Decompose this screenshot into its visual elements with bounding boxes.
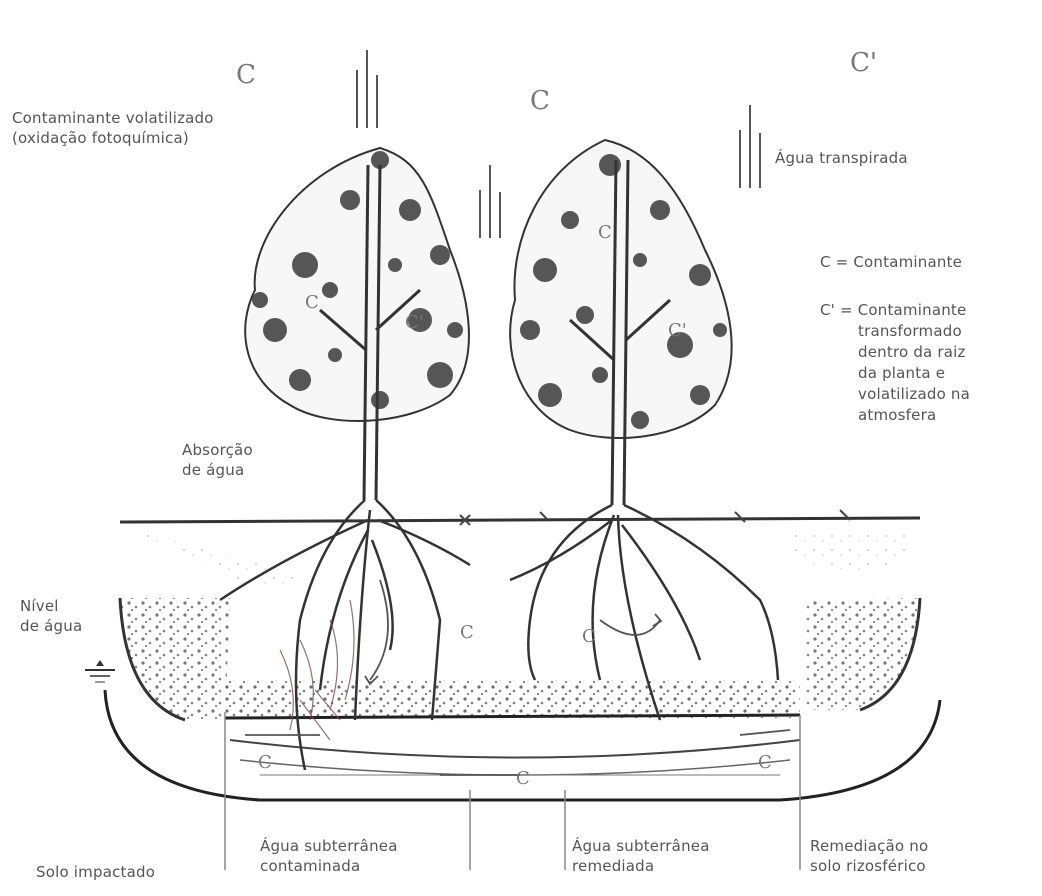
c-prime-symbol-top-right: C'	[850, 48, 877, 78]
ground-surface	[120, 518, 920, 590]
contaminated-groundwater-label: Água subterrânea contaminada	[260, 836, 398, 876]
rhizosphere-remediation-label: Remediação no solo rizosférico	[810, 836, 928, 876]
c-symbol-groundwater-left: C	[258, 752, 272, 773]
water-level-label: Nível de água	[20, 596, 82, 636]
volatilized-contaminant-label: Contaminante volatilizado (oxidação foto…	[12, 108, 214, 148]
c-symbol-top-center: C	[530, 86, 550, 116]
c-symbol-left-canopy: C	[305, 292, 319, 313]
left-tree	[220, 148, 470, 770]
contaminant-flow-arrows	[245, 580, 790, 775]
c-prime-symbol-left-canopy: C'	[405, 312, 424, 333]
water-level-marker	[85, 660, 115, 682]
left-tree-roots	[220, 500, 470, 770]
right-basin	[805, 598, 920, 710]
impacted-soil-basin	[120, 598, 230, 720]
c-symbol-groundwater-center: C	[516, 768, 530, 789]
c-symbol-groundwater-right: C	[758, 752, 772, 773]
legend-c-prime: C' = Contaminante transformado dentro da…	[820, 300, 1040, 426]
c-prime-symbol-right-canopy: C'	[668, 320, 687, 341]
legend-c: C = Contaminante	[820, 252, 962, 272]
transpired-water-label: Água transpirada	[775, 148, 908, 168]
c-symbol-soil-center: C	[460, 622, 474, 643]
c-symbol-soil-right: C	[582, 626, 596, 647]
c-symbol-right-canopy: C	[598, 222, 612, 243]
impacted-soil-label: Solo impactado	[36, 862, 155, 882]
water-absorption-label: Absorção de água	[182, 440, 253, 480]
c-symbol-top-left: C	[236, 60, 256, 90]
remediated-groundwater-label: Água subterrânea remediada	[572, 836, 710, 876]
